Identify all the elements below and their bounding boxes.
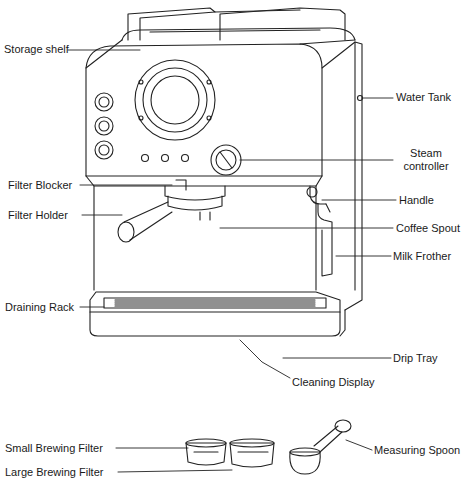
machine-body: [182, 155, 189, 162]
machine-body: [307, 187, 317, 197]
machine-body: [143, 68, 207, 132]
machine-body: [162, 155, 169, 162]
machine-body: [220, 152, 232, 168]
drip-tray: [90, 311, 340, 312]
machine-body: [99, 97, 109, 107]
machine-body: [139, 80, 143, 84]
leader-line: [336, 256, 391, 257]
leader-line: [80, 307, 104, 308]
machine-body: [118, 222, 134, 242]
part-label: Steam controller: [395, 147, 457, 173]
machine-body: [310, 186, 326, 204]
machine-body: [95, 117, 113, 135]
leader-line: [118, 470, 232, 472]
machine-body: [326, 204, 330, 212]
machine-body: [95, 141, 113, 159]
accessory-drawings: [186, 420, 351, 474]
machine-body: [207, 80, 211, 84]
machine-body: [86, 8, 363, 310]
machine-body: [95, 93, 113, 111]
part-label: Coffee Spout: [396, 222, 460, 235]
leader-line: [240, 340, 290, 378]
machine-body: [216, 150, 236, 170]
machine-body: [215, 10, 300, 12]
accessory-drawings: [290, 448, 320, 456]
leader-line: [362, 98, 393, 99]
leader-line: [346, 440, 372, 450]
machine-body: [86, 176, 322, 186]
drip-tray: [90, 292, 340, 336]
machine-body: [168, 196, 222, 210]
part-label: Handle: [399, 194, 434, 207]
drip-tray: [104, 298, 326, 308]
part-label: Cleaning Display: [292, 376, 375, 389]
accessory-drawings: [238, 451, 268, 452]
machine-body: [354, 42, 355, 290]
leader-line: [240, 160, 393, 161]
accessory-drawings: [230, 439, 274, 447]
machine-body: [150, 30, 320, 32]
part-label: Filter Blocker: [8, 179, 72, 192]
drip-tray: [115, 300, 315, 306]
machine-body: [142, 155, 149, 162]
machine-body: [200, 212, 210, 220]
part-label: Measuring Spoon: [374, 444, 460, 457]
leader-line: [68, 50, 396, 472]
machine-body: [151, 76, 199, 124]
machine-body: [86, 40, 355, 68]
part-label: Storage shelf: [4, 43, 69, 56]
accessory-drawings: [335, 420, 351, 432]
machine-body: [207, 116, 211, 120]
leader-line: [322, 200, 396, 201]
part-label: Small Brewing Filter: [5, 442, 103, 455]
accessory-drawings: [186, 439, 226, 447]
part-label: Large Brewing Filter: [5, 466, 103, 479]
machine-body: [139, 116, 143, 120]
machine-body: [86, 44, 322, 176]
machine-body: [318, 204, 332, 276]
machine-body: [128, 8, 215, 40]
accessory-drawings: [194, 451, 218, 452]
leader-line: [220, 228, 393, 229]
machine-body: [322, 42, 362, 310]
part-label: Milk Frother: [393, 250, 451, 263]
leader-line: [116, 448, 188, 449]
machine-body: [165, 186, 225, 200]
machine-body: [176, 180, 186, 190]
leader-line: [283, 358, 391, 359]
machine-body: [130, 212, 172, 240]
part-label: Drip Tray: [393, 352, 438, 365]
part-label: Draining Rack: [5, 301, 74, 314]
drip-tray: [90, 292, 345, 336]
leader-line: [82, 215, 122, 216]
part-label: Water Tank: [396, 91, 451, 104]
drip-tray: [340, 310, 345, 336]
machine-body: [122, 28, 355, 40]
machine-body: [211, 145, 241, 175]
machine-body: [135, 60, 215, 140]
machine-body: [99, 145, 109, 155]
leader-line: [68, 50, 140, 51]
machine-body: [99, 121, 109, 131]
part-label: Filter Holder: [8, 209, 68, 222]
machine-body: [220, 8, 345, 40]
leader-line: [80, 185, 172, 186]
machine-body: [94, 186, 316, 290]
